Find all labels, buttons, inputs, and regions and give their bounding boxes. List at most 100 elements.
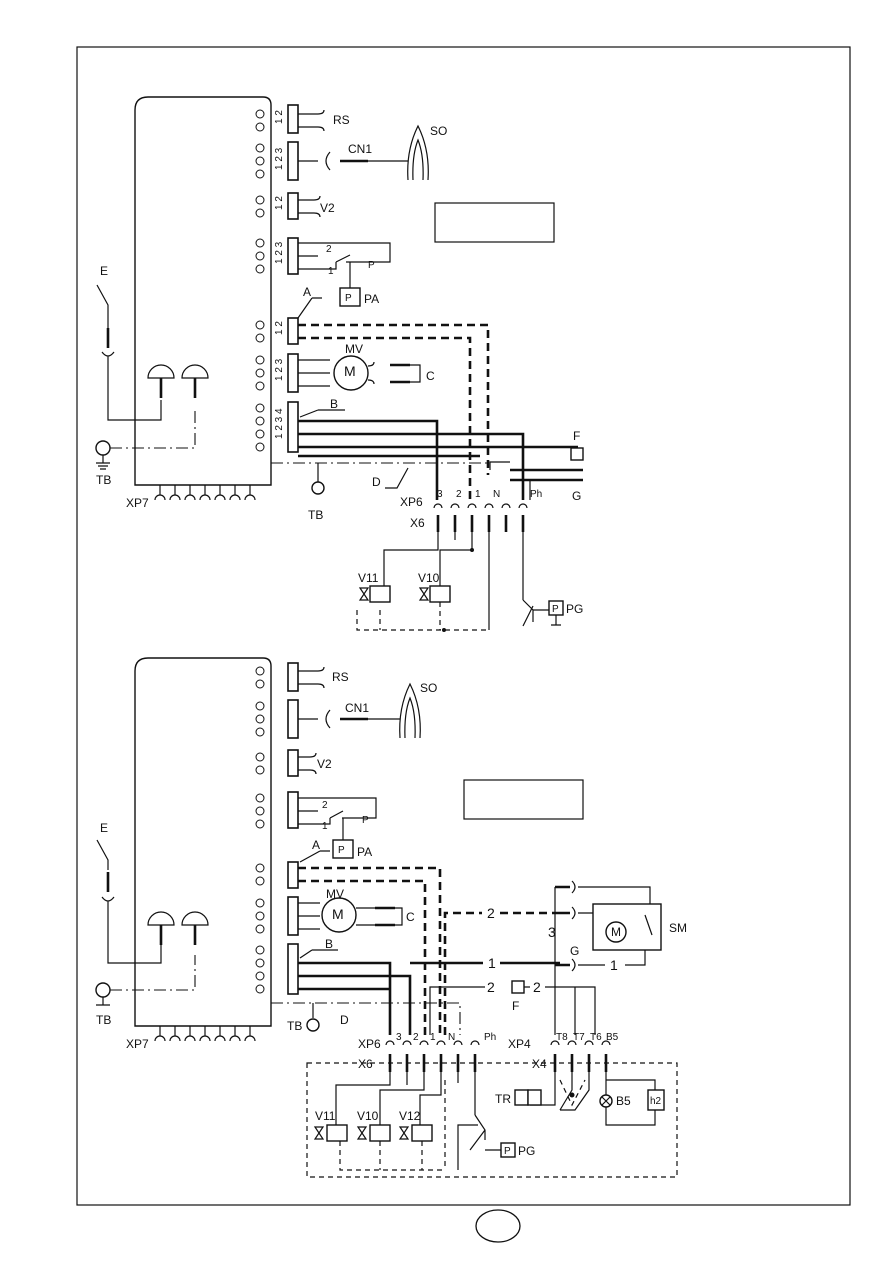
xp4-sockets xyxy=(550,1040,611,1046)
e-label-bottom: E xyxy=(100,821,108,835)
motor-mv-bottom xyxy=(321,897,357,933)
xp7-label-bottom: XP7 xyxy=(126,1037,149,1051)
v11-label-top: V11 xyxy=(358,571,379,585)
valve-return-top xyxy=(356,602,489,631)
fuse-f-bottom xyxy=(511,980,525,994)
v10-label-top: V10 xyxy=(418,571,440,585)
c-label-top: C xyxy=(426,369,435,383)
pa-pin1-top: 1 xyxy=(328,266,334,277)
so-label-top: SO xyxy=(430,124,447,138)
wire-3-label-bottom: 3 xyxy=(548,924,556,940)
xp6-pinN-top: N xyxy=(493,489,500,500)
xp6-pin1-bottom: 1 xyxy=(430,1032,436,1043)
xp4-b5: B5 xyxy=(606,1032,619,1043)
g-label-top: G xyxy=(572,489,581,503)
valve-v10-bottom xyxy=(369,1124,391,1142)
pa-switch-bottom xyxy=(332,839,354,859)
wire-1b-label-bottom: 1 xyxy=(610,957,618,973)
pg-label-bottom: PG xyxy=(518,1144,535,1158)
capacitor-c-top xyxy=(390,363,410,384)
xp6-pin3-bottom: 3 xyxy=(396,1032,402,1043)
xp6-pin1-top: 1 xyxy=(475,489,481,500)
mv-label-top: MV xyxy=(345,342,363,356)
so-label-bottom: SO xyxy=(420,681,437,695)
c-label-bottom: C xyxy=(406,910,415,924)
pa-p-top: P xyxy=(368,260,375,271)
pa-pin2-top: 2 xyxy=(326,244,332,255)
rs-label-bottom: RS xyxy=(332,670,349,684)
svg-text:1: 1 xyxy=(322,821,328,832)
svg-text:P: P xyxy=(362,815,369,826)
tb2-label-top: TB xyxy=(308,508,323,522)
xp6-label-bottom: XP6 xyxy=(358,1037,381,1051)
wire-2c-label-bottom: 2 xyxy=(487,979,495,995)
top-diagram: XP7 1 2 1 2 3 1 2 1 2 3 1 2 1 xyxy=(95,96,584,632)
svg-text:M: M xyxy=(344,363,356,379)
x4-label-bottom: X4 xyxy=(532,1057,547,1071)
page-number-oval xyxy=(475,1209,521,1243)
v2-label-top: V2 xyxy=(320,201,335,215)
v10-label-bottom: V10 xyxy=(357,1109,379,1123)
flame-sensor-top xyxy=(407,124,429,181)
v11-label-bottom: V11 xyxy=(315,1109,336,1123)
x4-plugs-bottom xyxy=(553,1054,608,1072)
xp4-t7: T7 xyxy=(573,1032,585,1043)
a-label-top: A xyxy=(303,285,311,299)
pins-pa-top: 1 2 3 xyxy=(274,241,285,264)
pa-wires-top xyxy=(298,242,391,270)
pa-switch-top xyxy=(339,287,361,307)
b-label-bottom: B xyxy=(325,937,333,951)
capacitor-c-bottom xyxy=(375,906,395,927)
edge-connectors-top xyxy=(287,104,299,453)
xp6-sockets-top xyxy=(433,503,528,509)
mv-label-bottom: MV xyxy=(326,887,344,901)
pa-label-bottom: PA xyxy=(357,845,372,859)
xp6-label-top: XP6 xyxy=(400,495,423,509)
tb-label-bottom: TB xyxy=(96,1013,111,1027)
tb-ground-bottom xyxy=(95,982,111,998)
valve-v12-bottom xyxy=(411,1124,433,1142)
pa-p-box-top: P xyxy=(345,293,352,304)
board-terminals-top xyxy=(255,109,265,452)
bottom-diagram: XP7 RS CN1 SO V2 xyxy=(95,657,687,1178)
tr-label-bottom: TR xyxy=(495,1092,511,1106)
xp4-label-bottom: XP4 xyxy=(508,1037,531,1051)
x6-label-top: X6 xyxy=(410,516,425,530)
diagram-title-box-bottom xyxy=(463,779,584,820)
tr-sensor-box2 xyxy=(527,1089,542,1106)
wire-2-label-bottom: 2 xyxy=(487,905,495,921)
sm-label-bottom: SM xyxy=(669,921,687,935)
v2-wires-top xyxy=(298,195,321,218)
pins-a-top: 1 2 xyxy=(274,321,285,335)
rs-wires-top xyxy=(298,109,325,132)
xp7-pins-top xyxy=(154,485,256,501)
pg-switch-bottom xyxy=(500,1142,516,1158)
board-terminals-bottom xyxy=(255,666,265,994)
cn1-label-top: CN1 xyxy=(348,142,372,156)
svg-text:M: M xyxy=(611,925,621,939)
a-wires-bottom xyxy=(298,866,442,1035)
tb2-label-bottom: TB xyxy=(287,1019,302,1033)
ignition-transformers-bottom xyxy=(147,911,209,926)
hour-counter-h2 xyxy=(647,1089,665,1111)
a-wires-top xyxy=(298,323,490,500)
svg-text:M: M xyxy=(332,906,344,922)
valve-v11-top xyxy=(369,585,391,603)
tr-sensor-box1 xyxy=(514,1089,529,1106)
d-label-top: D xyxy=(372,475,381,489)
xp7-pins-bottom xyxy=(154,1026,256,1042)
xp6-pin2-top: 2 xyxy=(456,489,462,500)
x6-label-bottom: X6 xyxy=(358,1057,373,1071)
xp6-pin2-bottom: 2 xyxy=(413,1032,419,1043)
b-wires-top xyxy=(298,419,578,500)
burner-enclosure-bottom xyxy=(306,1062,678,1178)
b5-label-bottom: B5 xyxy=(616,1094,631,1108)
svg-text:P: P xyxy=(338,845,345,856)
x6-plugs-bottom xyxy=(388,1054,477,1072)
pins-cn1-top: 1 2 3 xyxy=(274,147,285,170)
tb-ground-top xyxy=(95,440,111,456)
pins-v2-top: 1 2 xyxy=(274,196,285,210)
wire-2d-label-bottom: 2 xyxy=(533,979,541,995)
valve-v11-bottom xyxy=(326,1124,348,1142)
valve-v10-top xyxy=(429,585,451,603)
